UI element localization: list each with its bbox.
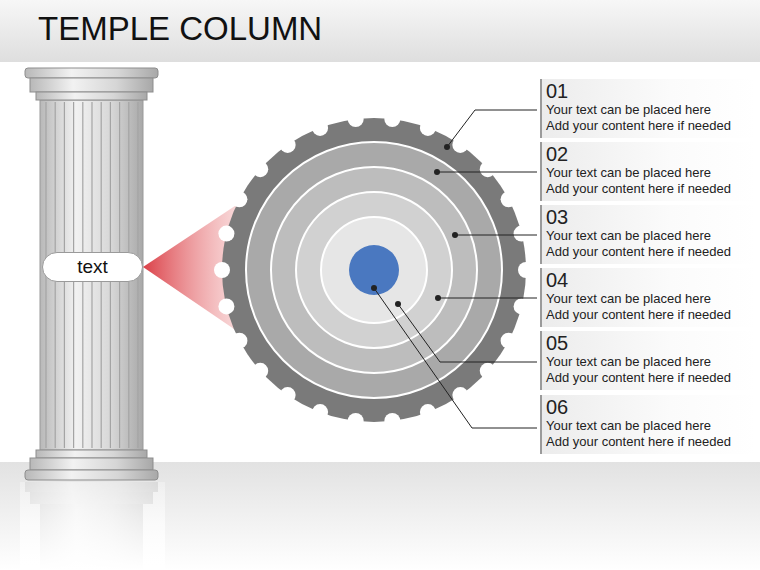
reflection-fade	[20, 482, 165, 570]
callout-box: 02Your text can be placed hereAdd your c…	[540, 142, 756, 201]
callout-box: 01Your text can be placed hereAdd your c…	[540, 79, 756, 138]
column-base	[25, 470, 158, 480]
gear-notch	[231, 191, 247, 207]
gear-notch	[420, 404, 436, 420]
title: TEMPLE COLUMN	[38, 10, 322, 48]
callout-text: Add your content here if needed	[546, 244, 752, 260]
callout-text: Add your content here if needed	[546, 307, 752, 323]
gear-notch	[518, 262, 534, 278]
gear-notch	[252, 363, 268, 379]
callout-number: 05	[546, 332, 752, 354]
callout-text: Your text can be placed here	[546, 418, 752, 434]
leader-lines	[374, 110, 537, 428]
gear-notch	[280, 387, 296, 403]
ring	[296, 192, 452, 348]
gear-notch	[218, 298, 234, 314]
gear-notches	[214, 111, 534, 429]
gear-notch	[384, 111, 400, 127]
leader-dot	[452, 232, 458, 238]
ring	[271, 167, 477, 373]
callout-number: 02	[546, 143, 752, 165]
gear-notch	[218, 226, 234, 242]
callout-text: Add your content here if needed	[546, 370, 752, 386]
gear-notch	[501, 333, 517, 349]
callout-text: Your text can be placed here	[546, 354, 752, 370]
leader-dots	[371, 144, 458, 307]
column-capital	[25, 68, 158, 78]
column-base	[30, 458, 153, 470]
callout-number: 01	[546, 80, 752, 102]
column-base	[36, 450, 147, 458]
leader-dot	[434, 169, 440, 175]
leader-line	[398, 304, 537, 362]
gear-notch	[280, 137, 296, 153]
ring	[246, 142, 502, 398]
callout-box: 04Your text can be placed hereAdd your c…	[540, 268, 756, 327]
callout-box: 06Your text can be placed hereAdd your c…	[540, 395, 756, 454]
callout-box: 03Your text can be placed hereAdd your c…	[540, 205, 756, 264]
leader-line	[455, 235, 537, 236]
center-dot	[349, 245, 399, 295]
column-shaft	[40, 100, 143, 450]
callout-number: 04	[546, 269, 752, 291]
callout-text: Your text can be placed here	[546, 228, 752, 244]
label-pill: text	[42, 252, 143, 282]
callout-text: Add your content here if needed	[546, 181, 752, 197]
callout-number: 06	[546, 396, 752, 418]
gear	[214, 111, 534, 429]
callout-text: Add your content here if needed	[546, 118, 752, 134]
gear-notch	[312, 404, 328, 420]
leader-dot	[444, 144, 450, 150]
gear-notch	[252, 161, 268, 177]
callout-text: Your text can be placed here	[546, 291, 752, 307]
gear-notch	[452, 387, 468, 403]
leader-dot	[395, 301, 401, 307]
gear-notch	[348, 111, 364, 127]
leader-line	[438, 298, 537, 299]
gear-notch	[348, 413, 364, 429]
gear-notch	[480, 363, 496, 379]
leader-dot	[371, 285, 377, 291]
leader-line	[437, 172, 537, 173]
leader-dot	[435, 295, 441, 301]
gear-notch	[514, 298, 530, 314]
floor	[0, 462, 760, 570]
leader-line	[447, 110, 537, 147]
callout-box: 05Your text can be placed hereAdd your c…	[540, 331, 756, 390]
leader-line	[374, 288, 537, 428]
callout-text: Add your content here if needed	[546, 434, 752, 450]
callout-text: Your text can be placed here	[546, 165, 752, 181]
gear-notch	[452, 137, 468, 153]
callout-number: 03	[546, 206, 752, 228]
gear-notch	[384, 413, 400, 429]
column-capital	[30, 78, 153, 92]
header-bar	[0, 0, 760, 62]
column-capital	[36, 92, 147, 100]
column	[20, 68, 165, 570]
gear-body	[222, 118, 526, 422]
gear-notch	[514, 226, 530, 242]
gear-notch	[312, 120, 328, 136]
gear-notch	[231, 333, 247, 349]
node-label: text	[49, 256, 136, 278]
ring	[321, 217, 427, 323]
gear-notch	[501, 191, 517, 207]
callout-text: Your text can be placed here	[546, 102, 752, 118]
gear-notch	[214, 262, 230, 278]
gear-notch	[480, 161, 496, 177]
gear-notch	[420, 120, 436, 136]
